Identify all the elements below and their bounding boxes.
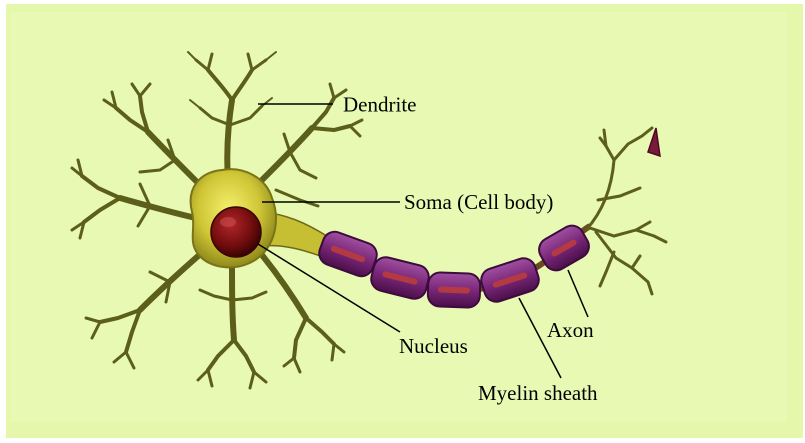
myelin-segment	[478, 255, 542, 305]
dendrite-branch	[276, 190, 318, 206]
myelin-segment	[316, 228, 380, 279]
terminal-branch	[600, 252, 614, 286]
myelin-segment	[369, 255, 432, 302]
dendrite-branch	[140, 250, 205, 310]
dendrite-branch	[120, 198, 196, 218]
dendrite-branch	[82, 176, 120, 222]
dendrite-branch	[232, 70, 252, 100]
dendrite-branch	[198, 370, 266, 388]
nucleus-highlight	[220, 217, 236, 227]
dendrite-branch	[227, 100, 232, 180]
axon-leader	[568, 270, 588, 317]
myelin-segment	[427, 272, 480, 308]
dendrite-branch	[100, 310, 140, 352]
myelin-label: Myelin sheath	[478, 383, 598, 404]
soma-label: Soma (Cell body)	[404, 192, 553, 213]
dendrite-label: Dendrite	[343, 95, 416, 116]
axon-label: Axon	[547, 320, 594, 341]
dendrite-branch	[116, 96, 148, 132]
dendrite-branch	[284, 344, 344, 372]
dendrite-branch	[196, 54, 266, 70]
nucleus-label: Nucleus	[399, 336, 468, 357]
dendrite-branch	[208, 340, 254, 372]
dendrite-branch	[208, 70, 232, 100]
dendrite-branch	[262, 255, 306, 318]
dendrite-branch	[294, 318, 334, 358]
dendrite-branch	[104, 84, 150, 108]
myelin-sheath	[316, 221, 593, 308]
nucleus	[211, 207, 261, 257]
terminal-branch	[586, 160, 614, 230]
dendrite-branch	[72, 160, 84, 238]
terminal-branch	[598, 188, 640, 200]
synaptic-terminal	[648, 128, 660, 156]
